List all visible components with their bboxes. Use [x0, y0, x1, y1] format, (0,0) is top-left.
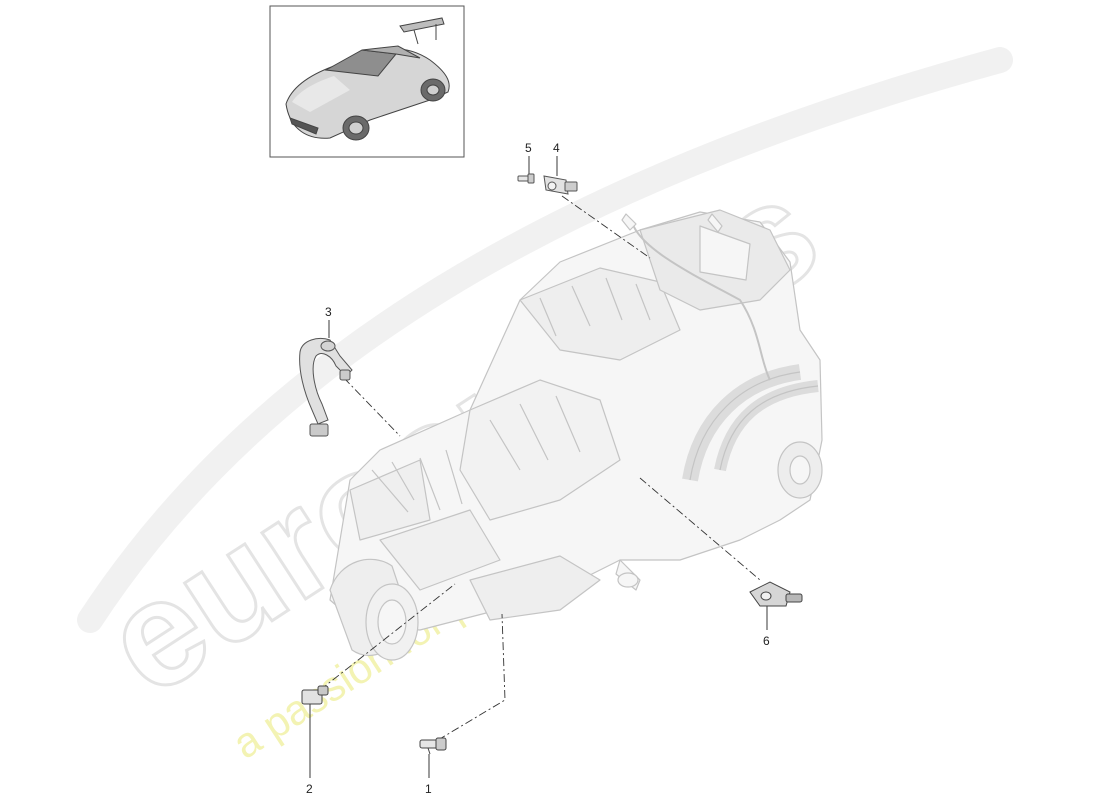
callout-2: 2 [306, 782, 313, 796]
car-illustration [285, 17, 450, 141]
callout-1: 1 [425, 782, 432, 796]
part-5-bolt [517, 173, 535, 184]
assembly-line-part-6 [639, 477, 761, 581]
watermark-swoosh [77, 47, 1013, 633]
assembly-line-part-3 [343, 377, 401, 437]
callout-numbers: 5 4 3 6 2 1 [306, 141, 770, 796]
callout-4: 4 [553, 141, 560, 155]
assembly-lines [319, 195, 761, 741]
part-6-position-sensor [749, 581, 803, 607]
callout-6: 6 [763, 634, 770, 648]
callout-3: 3 [325, 305, 332, 319]
assembly-line-part-4 [561, 195, 651, 259]
callout-5: 5 [525, 141, 532, 155]
part-1-switch [419, 737, 447, 755]
assembly-line-part-1 [437, 613, 506, 741]
leader-lines [309, 156, 768, 778]
part-3-sensor-cable [299, 338, 353, 437]
vehicle-thumbnail [269, 5, 465, 158]
transmission-housing [329, 209, 823, 661]
part-4-speed-sensor [543, 175, 578, 195]
part-2-switch [301, 685, 329, 705]
assembly-line-part-2 [319, 583, 456, 691]
